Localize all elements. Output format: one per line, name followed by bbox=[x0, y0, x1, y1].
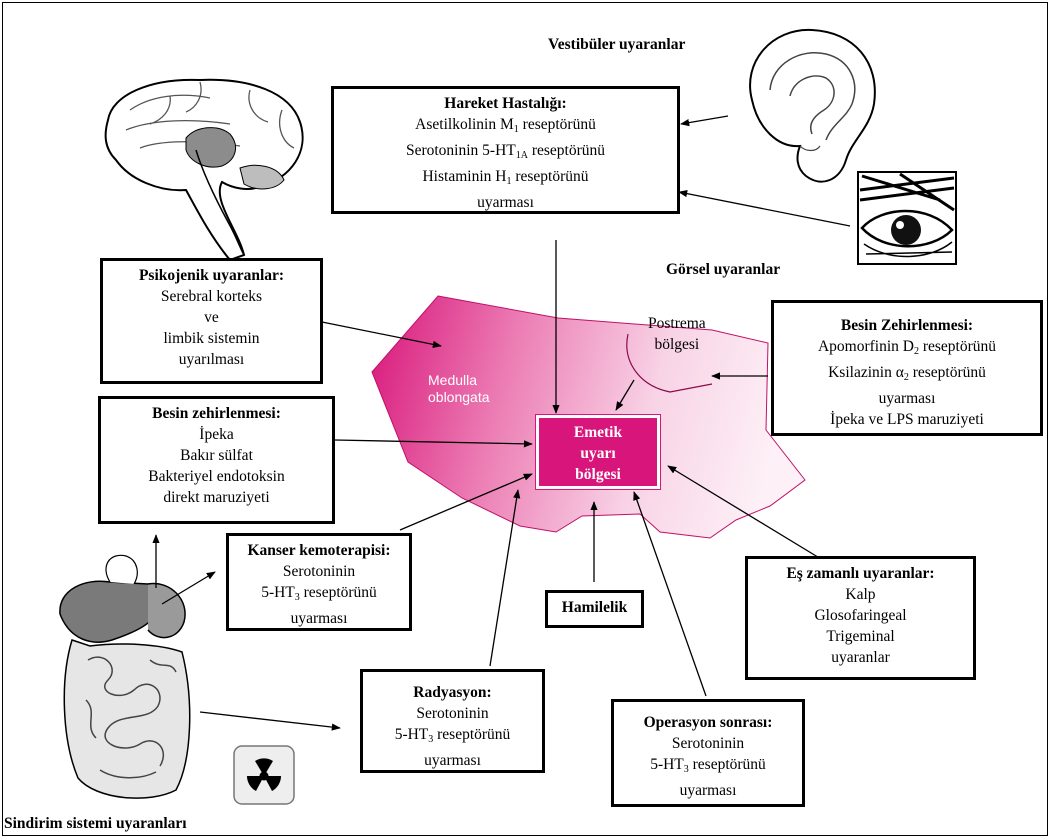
food-left-line-1: İpeka bbox=[101, 424, 332, 445]
psychogenic-heading: Psikojenik uyaranlar: bbox=[103, 265, 320, 286]
digestive-label: Sindirim sistemi uyaranları bbox=[4, 815, 187, 833]
simultaneous-line-4: uyaranlar bbox=[748, 647, 973, 668]
chemotherapy-box: Kanser kemoterapisi: Serotoninin 5-HT3 r… bbox=[226, 533, 412, 631]
food-right-l1b: reseptörünü bbox=[919, 338, 996, 355]
radiation-line-1: Serotoninin bbox=[363, 703, 542, 724]
motion-line-2: Serotoninin 5-HT1A reseptörünü bbox=[334, 140, 677, 166]
food-right-line-1: Apomorfinin D2 reseptörünü bbox=[774, 336, 1040, 362]
simultaneous-line-3: Trigeminal bbox=[748, 626, 973, 647]
pregnancy-box: Hamilelik bbox=[545, 590, 644, 628]
emetic-line-1: Emetik bbox=[539, 422, 657, 443]
eye-icon bbox=[858, 172, 956, 264]
postop-line-3: uyarması bbox=[614, 780, 802, 801]
motion-l2-sub: 1A bbox=[516, 150, 528, 161]
motion-l1b: reseptörünü bbox=[519, 116, 596, 133]
motion-l3b: reseptörünü bbox=[511, 168, 588, 185]
medulla-line-2: oblongata bbox=[428, 389, 490, 406]
food-right-line-3: uyarması bbox=[774, 388, 1040, 409]
postop-l2a: 5-HT bbox=[650, 756, 684, 773]
psychogenic-line-2: ve bbox=[103, 307, 320, 328]
digestive-system-icon bbox=[60, 555, 190, 798]
chemo-l2b: reseptörünü bbox=[300, 584, 377, 601]
postrema-label: Postrema bölgesi bbox=[648, 313, 706, 355]
food-right-line-4: İpeka ve LPS maruziyeti bbox=[774, 409, 1040, 430]
chemo-heading: Kanser kemoterapisi: bbox=[229, 540, 409, 561]
motion-line-1: Asetilkolinin M1 reseptörünü bbox=[334, 114, 677, 140]
arrow-eye-to-motion bbox=[679, 192, 850, 226]
radiation-l2a: 5-HT bbox=[395, 726, 429, 743]
chemo-line-2: 5-HT3 reseptörünü bbox=[229, 582, 409, 608]
arrow-digestive-to-radiation bbox=[200, 712, 340, 728]
arrow-ear-to-motion bbox=[681, 116, 728, 124]
radiation-line-2: 5-HT3 reseptörünü bbox=[363, 724, 542, 750]
motion-heading: Hareket Hastalığı: bbox=[334, 93, 677, 114]
simultaneous-stimuli-box: Eş zamanlı uyaranlar: Kalp Glosofaringea… bbox=[745, 556, 976, 680]
postop-line-1: Serotoninin bbox=[614, 733, 802, 754]
food-left-line-4: direkt maruziyeti bbox=[101, 487, 332, 508]
postop-heading: Operasyon sonrası: bbox=[614, 712, 802, 733]
postrema-line-1: Postrema bbox=[648, 313, 706, 334]
brain-icon bbox=[106, 80, 303, 260]
emetic-line-3: bölgesi bbox=[539, 464, 657, 485]
food-poisoning-right-box: Besin Zehirlenmesi: Apomorfinin D2 resep… bbox=[771, 300, 1043, 436]
radiation-heading: Radyasyon: bbox=[363, 682, 542, 703]
food-right-heading: Besin Zehirlenmesi: bbox=[774, 315, 1040, 336]
motion-line-4: uyarması bbox=[334, 192, 677, 213]
emetic-line-2: uyarı bbox=[539, 443, 657, 464]
food-right-l2a: Ksilazinin α bbox=[828, 364, 904, 381]
postop-line-2: 5-HT3 reseptörünü bbox=[614, 754, 802, 780]
simultaneous-heading: Eş zamanlı uyaranlar: bbox=[748, 563, 973, 584]
chemo-line-1: Serotoninin bbox=[229, 561, 409, 582]
food-right-l1a: Apomorfinin D bbox=[818, 338, 914, 355]
radiation-line-3: uyarması bbox=[363, 750, 542, 771]
vestibular-label: Vestibüler uyaranlar bbox=[548, 36, 685, 54]
radiation-icon bbox=[234, 746, 294, 804]
radiation-l2b: reseptörünü bbox=[433, 726, 510, 743]
motion-sickness-box: Hareket Hastalığı: Asetilkolinin M1 rese… bbox=[331, 86, 680, 214]
medulla-oblongata-label: Medulla oblongata bbox=[428, 372, 490, 406]
motion-line-3: Histaminin H1 reseptörünü bbox=[334, 166, 677, 192]
postop-l2b: reseptörünü bbox=[689, 756, 766, 773]
postoperative-box: Operasyon sonrası: Serotoninin 5-HT3 res… bbox=[611, 699, 805, 807]
radiation-box: Radyasyon: Serotoninin 5-HT3 reseptörünü… bbox=[360, 669, 545, 773]
simultaneous-line-2: Glosofaringeal bbox=[748, 605, 973, 626]
psychogenic-line-3: limbik sistemin bbox=[103, 328, 320, 349]
simultaneous-line-1: Kalp bbox=[748, 584, 973, 605]
food-left-line-3: Bakteriyel endotoksin bbox=[101, 466, 332, 487]
pregnancy-heading: Hamilelik bbox=[548, 597, 641, 618]
psychogenic-line-1: Serebral korteks bbox=[103, 286, 320, 307]
ear-icon bbox=[750, 30, 875, 182]
food-left-heading: Besin zehirlenmesi: bbox=[101, 403, 332, 424]
motion-l3a: Histaminin H bbox=[422, 168, 506, 185]
food-right-l2b: reseptörünü bbox=[909, 364, 986, 381]
psychogenic-box: Psikojenik uyaranlar: Serebral korteks v… bbox=[100, 258, 323, 384]
food-right-line-2: Ksilazinin α2 reseptörünü bbox=[774, 362, 1040, 388]
motion-l2a: Serotoninin 5-HT bbox=[406, 142, 516, 159]
food-poisoning-left-box: Besin zehirlenmesi: İpeka Bakır sülfat B… bbox=[98, 396, 335, 524]
emetic-trigger-zone: Emetik uyarı bölgesi bbox=[536, 415, 660, 489]
chemo-l2a: 5-HT bbox=[261, 584, 295, 601]
postrema-line-2: bölgesi bbox=[648, 334, 706, 355]
visual-label: Görsel uyaranlar bbox=[666, 261, 780, 279]
psychogenic-line-4: uyarılması bbox=[103, 349, 320, 370]
medulla-line-1: Medulla bbox=[428, 372, 490, 389]
food-left-line-2: Bakır sülfat bbox=[101, 445, 332, 466]
chemo-line-3: uyarması bbox=[229, 608, 409, 629]
motion-l2b: reseptörünü bbox=[528, 142, 605, 159]
motion-l1a: Asetilkolinin M bbox=[415, 116, 514, 133]
